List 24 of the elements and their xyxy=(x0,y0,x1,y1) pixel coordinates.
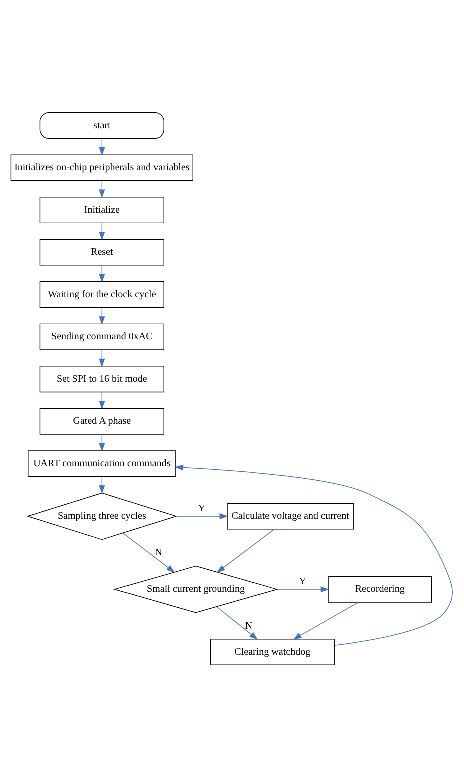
arrow xyxy=(216,606,258,640)
edge-label: N xyxy=(245,620,253,632)
node-box: Calculate voltage and current xyxy=(227,503,354,530)
node-box: Waiting for the clock cycle xyxy=(40,282,164,308)
node-box: Recordering xyxy=(328,576,432,603)
arrow xyxy=(176,514,228,520)
node-box: Sending command 0xAC xyxy=(40,324,164,350)
node-box: Initialize xyxy=(40,197,164,224)
node-box: Clearing watchdog xyxy=(210,639,335,666)
edge-label: Y xyxy=(299,576,306,588)
node-box: Set SPI to 16 bit mode xyxy=(40,366,164,393)
arrow xyxy=(122,532,176,573)
node-box: Initializes on-chip peripherals and variables xyxy=(10,154,194,182)
arrow xyxy=(216,529,275,574)
node-box: UART communication commands xyxy=(28,450,176,478)
node-diamond: Sampling three cycles xyxy=(26,492,178,540)
node-box: start xyxy=(40,112,164,139)
node-box: Reset xyxy=(40,239,164,266)
arrow xyxy=(276,586,330,593)
edge-label: N xyxy=(155,548,162,559)
arrow xyxy=(174,464,453,646)
arrow xyxy=(293,602,359,640)
node-box: Gated A phase xyxy=(40,408,164,435)
edge-label: Y xyxy=(198,504,206,515)
